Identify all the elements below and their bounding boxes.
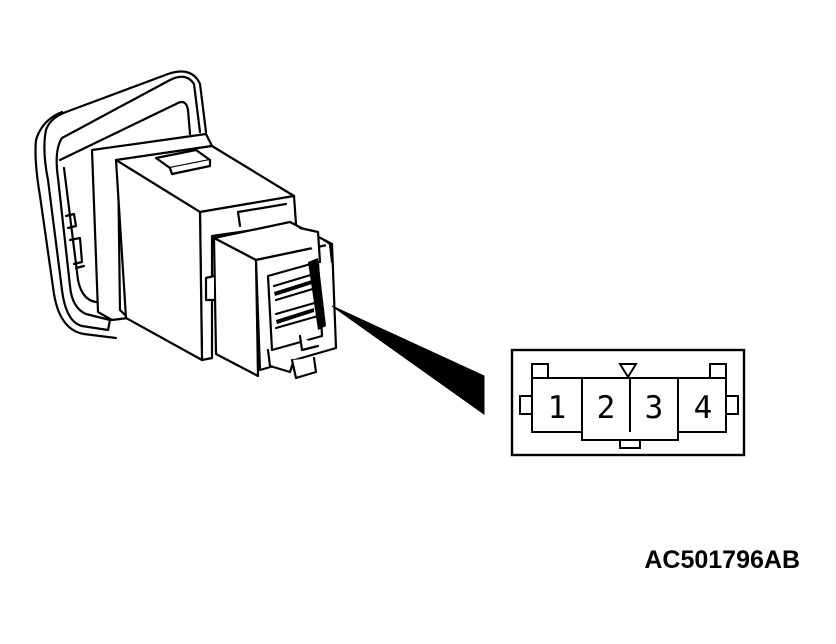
pin-label-3: 3	[645, 390, 664, 426]
leader-pointer	[331, 305, 485, 415]
terminal-shading	[274, 258, 326, 330]
triangle-down-icon	[618, 363, 638, 379]
figure-code: AC501796AB	[644, 546, 800, 574]
pin-label-4: 4	[694, 390, 713, 426]
pin-label-2: 2	[597, 390, 616, 426]
switch-bezel	[34, 70, 208, 340]
connector-face-view	[510, 348, 746, 457]
switch-body	[90, 132, 298, 362]
pin-labels: 1 2 3 4	[548, 390, 713, 426]
pin-label-1: 1	[548, 390, 567, 426]
